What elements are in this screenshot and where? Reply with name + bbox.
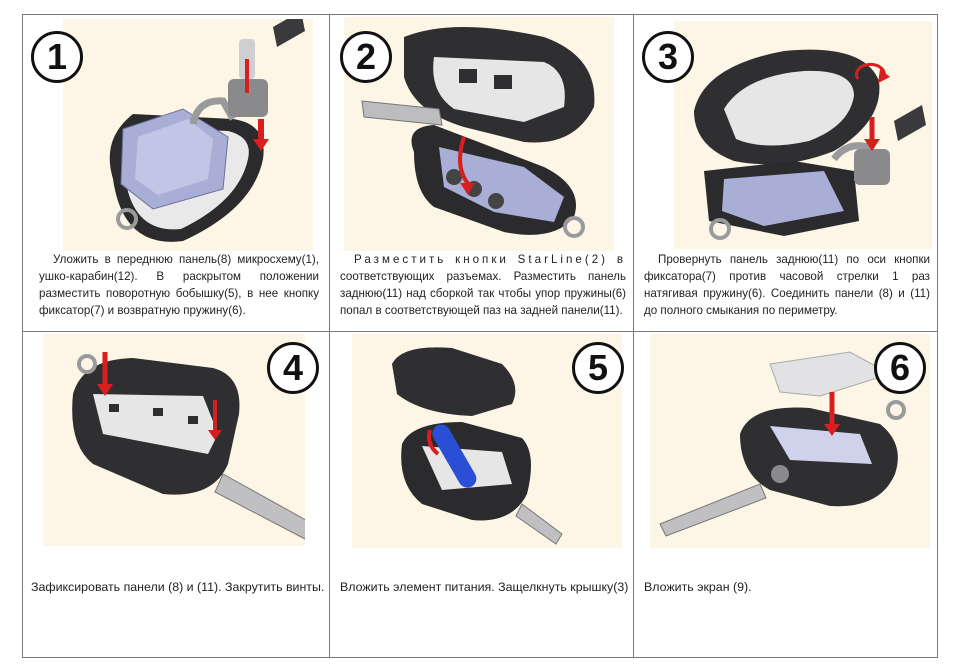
step-6-panel: 6 Вложить экран (9).	[634, 332, 938, 658]
grid-divider	[329, 15, 330, 657]
step-1-number: 1	[31, 31, 83, 83]
step-3-panel: 3 Провернуть панель заднюю(11) по оси кн…	[634, 15, 938, 331]
step-2-illustration	[344, 17, 614, 251]
step-6-number: 6	[874, 342, 926, 394]
step-6-instruction: Вложить экран (9).	[644, 580, 752, 594]
step-3-instruction: Провернуть панель заднюю(11) по оси кноп…	[644, 253, 930, 317]
instruction-sheet: 1 Уложить в переднюю панель(8) микросхем…	[22, 14, 938, 658]
grid-divider	[633, 15, 634, 657]
step-4-illustration	[43, 334, 305, 546]
step-4-panel: 4 Зафиксировать панели (8) и (11). Закру…	[23, 332, 329, 658]
step-1-panel: 1 Уложить в переднюю панель(8) микросхем…	[23, 15, 329, 331]
step-3-number: 3	[642, 31, 694, 83]
grid-divider	[23, 331, 937, 332]
step-4-number: 4	[267, 342, 319, 394]
step-5-instruction: Вложить элемент питания. Защелкнуть крыш…	[340, 580, 629, 594]
step-4-instruction: Зафиксировать панели (8) и (11). Закрути…	[31, 580, 325, 594]
step-1-instruction: Уложить в переднюю панель(8) микросхему(…	[39, 253, 319, 317]
step-5-number: 5	[572, 342, 624, 394]
step-5-panel: 5 Вложить элемент питания. Защелкнуть кр…	[330, 332, 633, 658]
step-1-illustration	[63, 19, 313, 251]
step-2-number: 2	[340, 31, 392, 83]
step-3-illustration	[674, 21, 932, 249]
step-2-panel: 2 Разместить кнопки StarLine(2) в соотве…	[330, 15, 633, 331]
step-2-instruction: Разместить кнопки StarLine(2) в соответс…	[340, 253, 626, 317]
step-5-illustration	[352, 334, 622, 548]
